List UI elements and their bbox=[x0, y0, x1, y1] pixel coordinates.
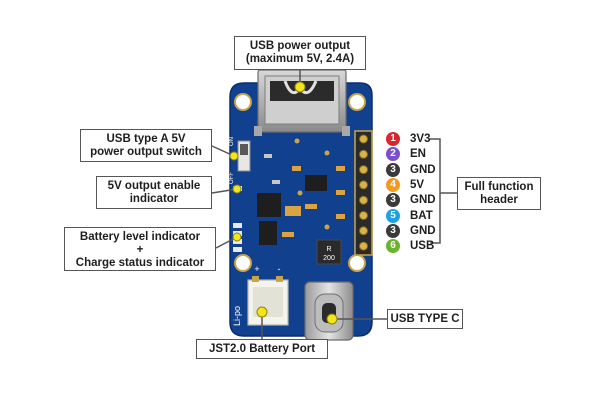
pin-number-badge: 2 bbox=[386, 147, 400, 162]
smd-components bbox=[257, 138, 345, 245]
usb-type-c-callout: USB TYPE C bbox=[387, 309, 463, 329]
header-pin bbox=[359, 165, 368, 175]
pin-name: GND bbox=[410, 163, 436, 176]
pin-name: 5V bbox=[410, 178, 425, 191]
pin-number-badge: 6 bbox=[386, 239, 400, 254]
pin-number-badge: 3 bbox=[386, 223, 400, 238]
callout-line: Battery level indicator bbox=[79, 231, 201, 243]
switch-label-on: ON bbox=[229, 137, 235, 146]
callout-line: USB power output bbox=[249, 40, 351, 52]
switch-label-5v: 5V bbox=[223, 149, 230, 158]
pin-header bbox=[354, 130, 373, 256]
callout-line: header bbox=[480, 194, 518, 206]
usb-a-switch-callout: USB type A 5V power output switch bbox=[80, 129, 212, 162]
highlight-markers bbox=[229, 81, 338, 325]
jst-port-callout: JST2.0 Battery Port bbox=[196, 339, 328, 359]
jst-mark-minus: - bbox=[278, 264, 281, 274]
callout-line: Charge status indicator bbox=[75, 257, 205, 269]
mounting-holes bbox=[234, 93, 366, 272]
inductor bbox=[316, 239, 342, 265]
header-pin bbox=[359, 134, 368, 144]
pin-number-badge: 5 bbox=[386, 208, 400, 223]
lipo-silkscreen: Li-po bbox=[232, 306, 242, 326]
inductor-mark-r: R bbox=[326, 246, 331, 253]
pin-name: EN bbox=[410, 148, 426, 161]
callout-line: Full function bbox=[464, 181, 534, 193]
callout-line: USB TYPE C bbox=[390, 313, 460, 325]
pin-name: GND bbox=[410, 194, 436, 207]
usb-a-connector bbox=[254, 69, 350, 136]
battery-indicator-callout: Battery level indicator + Charge status … bbox=[64, 227, 216, 271]
header-pin bbox=[359, 211, 368, 220]
callout-line: JST2.0 Battery Port bbox=[208, 343, 316, 355]
pin-number-badge: 3 bbox=[386, 162, 400, 177]
callout-line: + bbox=[136, 244, 144, 256]
callout-line: USB type A 5V bbox=[106, 133, 186, 145]
power-switch bbox=[237, 140, 251, 172]
jst-connector bbox=[247, 276, 289, 326]
callout-line: 5V output enable bbox=[107, 180, 201, 192]
usb-c-connector bbox=[304, 281, 354, 341]
jst-mark-plus: + bbox=[254, 264, 259, 274]
callout-line: power output switch bbox=[90, 146, 202, 158]
header-pin bbox=[359, 195, 368, 205]
header-pin bbox=[359, 149, 368, 159]
pin-number-badge: 3 bbox=[386, 193, 400, 208]
usb-power-output-callout: USB power output (maximum 5V, 2.4A) bbox=[234, 36, 366, 70]
header-pin bbox=[359, 180, 368, 190]
switch-label-off: OFF bbox=[229, 172, 235, 184]
header-pin bbox=[359, 241, 368, 251]
output-enable-callout: 5V output enable indicator bbox=[96, 176, 212, 209]
pin-name: 3V3 bbox=[410, 133, 431, 145]
pin-number-badge: 1 bbox=[386, 132, 400, 146]
pin-number-badge: 4 bbox=[386, 177, 400, 192]
header-pin bbox=[359, 226, 368, 236]
full-function-header-callout: Full function header bbox=[457, 177, 541, 210]
callout-line: indicator bbox=[129, 193, 179, 205]
pin-name: BAT bbox=[410, 209, 433, 222]
inductor-mark-value: 200 bbox=[323, 255, 335, 262]
pin-name: USB bbox=[410, 240, 435, 253]
callout-line: (maximum 5V, 2.4A) bbox=[245, 53, 355, 65]
pin-name: GND bbox=[410, 224, 436, 237]
